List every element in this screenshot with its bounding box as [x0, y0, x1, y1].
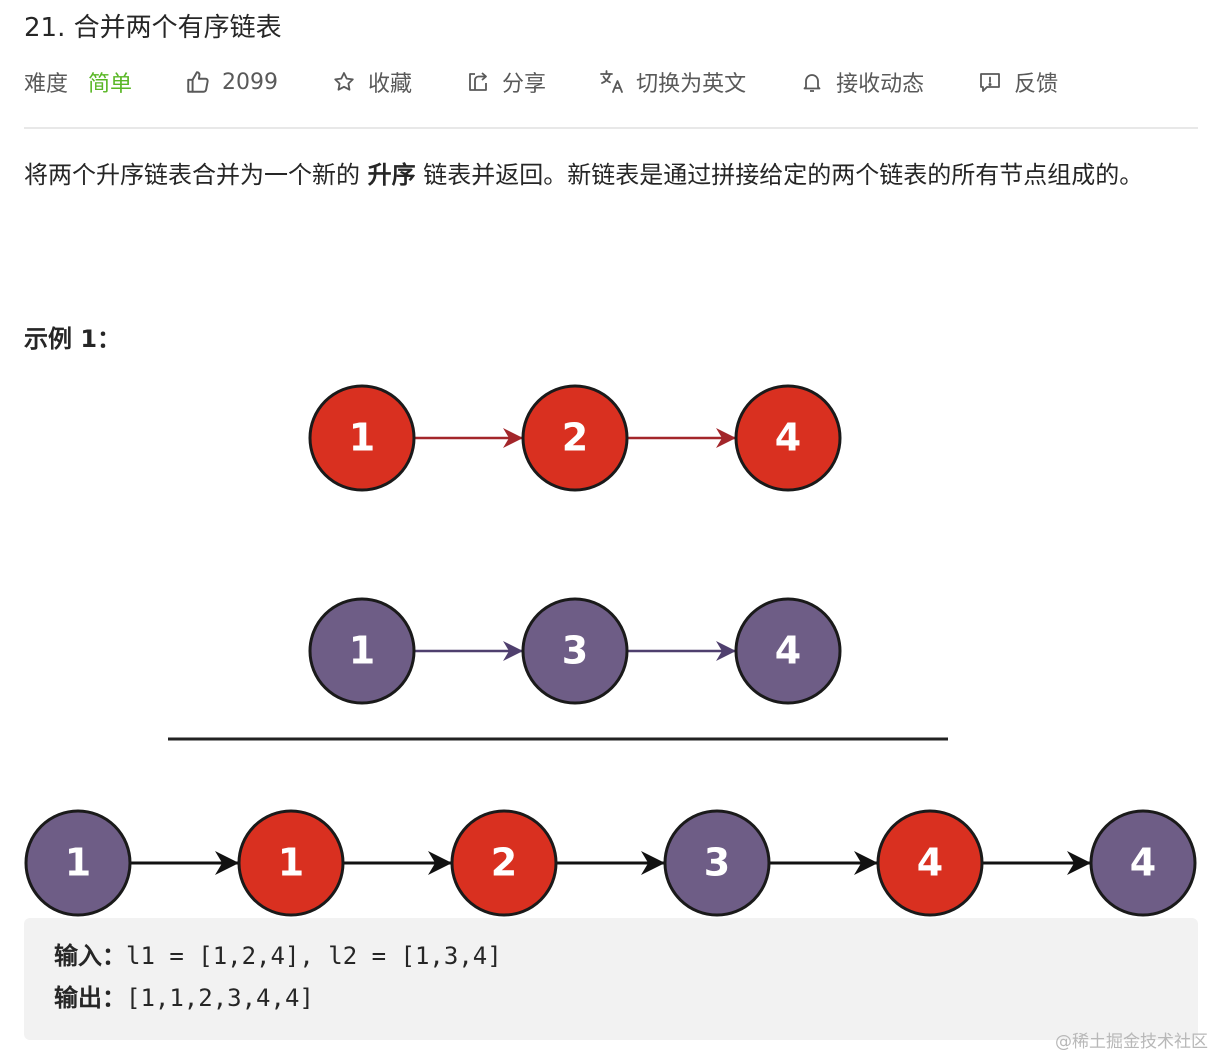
- input-label: 输入：: [54, 942, 126, 970]
- description-text-before: 将两个升序链表合并为一个新的: [24, 161, 368, 189]
- input-value: l1 = [1,2,4], l2 = [1,3,4]: [126, 942, 502, 970]
- l2-node-label: 3: [562, 629, 588, 673]
- difficulty: 难度 简单: [24, 66, 132, 98]
- l1-node-label: 1: [349, 416, 375, 460]
- example-title: 示例 1：: [24, 325, 122, 353]
- l2-node-label: 1: [349, 629, 375, 673]
- merged-node: [450, 809, 558, 917]
- merged-node-label: 4: [917, 841, 943, 885]
- merged-node: [876, 809, 984, 917]
- header-divider: [24, 127, 1198, 129]
- merged-node: [237, 809, 345, 917]
- description-bold-text: 升序: [367, 161, 416, 189]
- l1-node: [734, 384, 842, 492]
- list-l1: 1 2 4: [308, 384, 842, 492]
- favorite-label: 收藏: [368, 72, 413, 97]
- l1-node: [521, 384, 629, 492]
- star-icon: [330, 68, 358, 96]
- l1-node-label: 2: [562, 416, 588, 460]
- site-watermark: @稀土掘金技术社区: [1055, 1032, 1208, 1052]
- list-l2: 1 3 4: [308, 597, 842, 705]
- linked-list-diagram: 1 2 4 1 3 4 1 1 2 3 4 4: [24, 384, 1197, 917]
- l2-node-label: 4: [775, 629, 801, 673]
- l2-node: [521, 597, 629, 705]
- like-count: 2099: [222, 69, 279, 95]
- translate-button[interactable]: 切换为英文: [598, 66, 746, 98]
- subscribe-label: 接收动态: [836, 72, 925, 97]
- merged-node-label: 3: [704, 841, 730, 885]
- example-input-line: 输入：l1 = [1,2,4], l2 = [1,3,4]: [54, 936, 502, 976]
- l1-node: [308, 384, 416, 492]
- merged-node-label: 1: [65, 841, 91, 885]
- favorite-button[interactable]: 收藏: [330, 66, 412, 98]
- merged-node-label: 4: [1130, 841, 1156, 885]
- translate-label: 切换为英文: [636, 72, 747, 97]
- bell-icon: [798, 68, 826, 96]
- problem-title: 21. 合并两个有序链表: [24, 13, 282, 43]
- share-label: 分享: [502, 72, 547, 97]
- thumbs-up-icon: [184, 68, 212, 96]
- l2-node: [308, 597, 416, 705]
- example-output-line: 输出：[1,1,2,3,4,4]: [54, 978, 314, 1018]
- subscribe-button[interactable]: 接收动态: [798, 66, 924, 98]
- output-label: 输出：: [54, 984, 126, 1012]
- difficulty-label: 难度: [24, 72, 69, 97]
- like-button[interactable]: 2099: [184, 68, 278, 96]
- problem-meta-bar: 难度 简单 2099 收藏 分享: [24, 62, 1058, 102]
- output-value: [1,1,2,3,4,4]: [126, 984, 314, 1012]
- merged-node-label: 2: [491, 841, 517, 885]
- translate-icon: [598, 68, 626, 96]
- feedback-label: 反馈: [1014, 72, 1059, 97]
- feedback-button[interactable]: 反馈: [976, 66, 1058, 98]
- merged-list: 1 1 2 3 4 4: [24, 809, 1197, 917]
- problem-description: 将两个升序链表合并为一个新的 升序 链表并返回。新链表是通过拼接给定的两个链表的…: [24, 156, 1196, 194]
- merged-node: [24, 809, 132, 917]
- merged-node-label: 1: [278, 841, 304, 885]
- l1-node-label: 4: [775, 416, 801, 460]
- l2-node: [734, 597, 842, 705]
- share-icon: [464, 68, 492, 96]
- share-button[interactable]: 分享: [464, 66, 546, 98]
- description-text-after: 链表并返回。新链表是通过拼接给定的两个链表的所有节点组成的。: [415, 161, 1144, 189]
- merged-node: [1089, 809, 1197, 917]
- merged-node: [663, 809, 771, 917]
- example-code-block: 输入：l1 = [1,2,4], l2 = [1,3,4] 输出：[1,1,2,…: [24, 918, 1198, 1040]
- feedback-icon: [976, 68, 1004, 96]
- difficulty-value: 简单: [88, 72, 133, 97]
